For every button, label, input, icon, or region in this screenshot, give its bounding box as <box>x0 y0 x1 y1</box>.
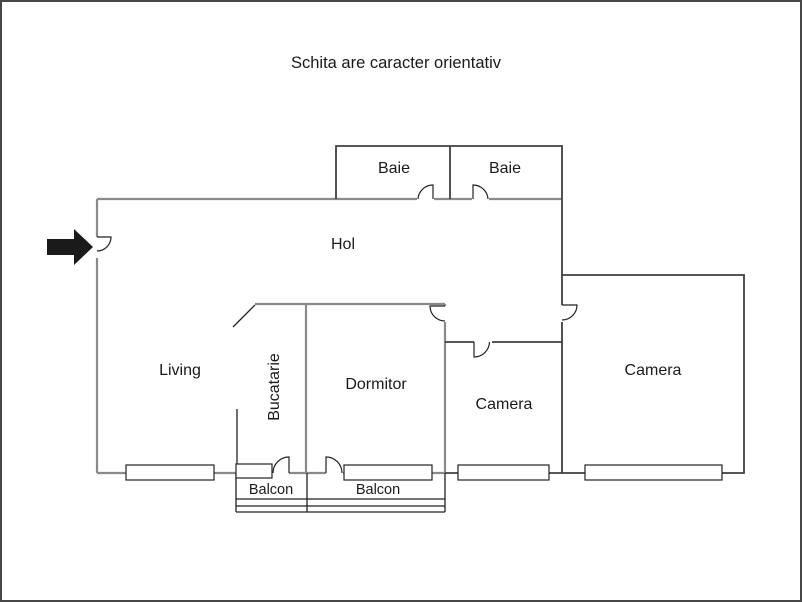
entrance-door-arc <box>96 236 112 252</box>
bedroom-window <box>343 464 433 481</box>
room-label-baie1: Baie <box>378 160 410 177</box>
kitchen-door-diagonal <box>232 304 256 328</box>
room-label-balcon1: Balcon <box>249 482 293 498</box>
room-label-balcon2: Balcon <box>356 482 400 498</box>
room-label-dormitor: Dormitor <box>345 376 407 393</box>
camera-large-window <box>584 464 723 481</box>
kitchen-window <box>235 463 273 479</box>
balcon1-door-arc <box>272 456 290 474</box>
plan-title: Schita are caracter orientativ <box>291 54 502 72</box>
baie2-door-arc <box>472 184 489 200</box>
room-label-camera-large: Camera <box>625 362 682 379</box>
living-window <box>125 464 215 481</box>
camera-small-door-arc <box>473 341 491 358</box>
camera-large-door-arc <box>561 304 578 321</box>
balcony-railing <box>235 473 446 513</box>
baie1-door-arc <box>417 184 434 200</box>
room-label-hol: Hol <box>331 236 355 253</box>
entrance-arrow-icon <box>47 229 93 265</box>
room-label-camera-small: Camera <box>476 396 533 413</box>
room-label-baie2: Baie <box>489 160 521 177</box>
camera-small-window <box>457 464 550 481</box>
bedroom-door-arc <box>429 305 446 322</box>
room-label-living: Living <box>159 362 201 379</box>
room-label-bucatarie: Bucatarie <box>266 353 283 421</box>
bathrooms-outline-wall <box>335 145 563 199</box>
balcon2-door-arc <box>325 456 343 474</box>
